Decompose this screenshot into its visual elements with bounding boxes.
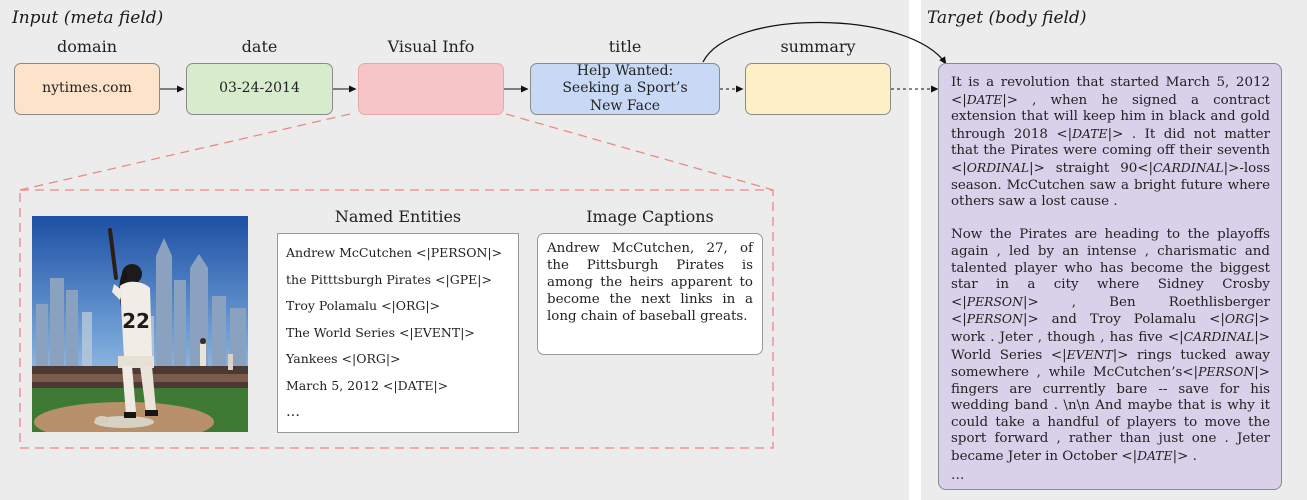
title-box: Help Wanted: Seeking a Sport’s New Face bbox=[530, 63, 720, 115]
title-box-text: Help Wanted: Seeking a Sport’s New Face bbox=[562, 62, 688, 114]
target-panel-title: Target (body field) bbox=[927, 8, 1087, 28]
text-segment: |>-loss season. McCutchen saw a bright f… bbox=[951, 160, 1270, 210]
title-label: title bbox=[608, 37, 642, 56]
entity-item: The World Series <|EVENT|> bbox=[286, 324, 475, 340]
domain-label: domain bbox=[56, 37, 117, 56]
text-segment: |> . It did not matter that the Pirates … bbox=[951, 126, 1270, 176]
summary-box bbox=[745, 63, 891, 115]
city-skyline bbox=[36, 238, 246, 374]
domain-box: nytimes.com bbox=[14, 63, 160, 115]
text-segment: It is a revolution that started March 5,… bbox=[951, 75, 1270, 108]
visual-info-expansion-box bbox=[19, 189, 774, 449]
entity-item: Troy Polamalu <|ORG|> bbox=[286, 298, 441, 313]
entity-ellipsis: … bbox=[286, 404, 302, 420]
visual-info-box bbox=[358, 63, 504, 115]
entity-tag: DATE bbox=[1137, 448, 1173, 464]
jersey-number: 22 bbox=[122, 309, 150, 333]
target-paragraph-2: Now the Pirates are heading to the playo… bbox=[951, 227, 1270, 465]
image-captions-card: Andrew McCutchen, 27, of the Pittsburgh … bbox=[537, 233, 763, 355]
text-segment: |> straight 90<| bbox=[1029, 160, 1154, 176]
callout-right-line bbox=[505, 113, 774, 191]
text-segment: |> work . Jeter , though , has five <| bbox=[951, 312, 1270, 345]
text-segment: |> World Series <| bbox=[951, 329, 1270, 363]
callout-left-line bbox=[19, 113, 351, 191]
target-body-box: It is a revolution that started March 5,… bbox=[938, 63, 1282, 490]
date-label: date bbox=[241, 37, 278, 56]
named-entities-list: Andrew McCutchen <|PERSON|> the Pitttsbur… bbox=[286, 245, 510, 431]
entity-item: March 5, 2012 <|DATE|> bbox=[286, 377, 449, 393]
text-segment: |> , when he signed a contract extension… bbox=[951, 92, 1270, 142]
entity-tag: PERSON bbox=[1198, 364, 1255, 380]
target-ellipsis: … bbox=[951, 467, 967, 483]
input-panel-title: Input (meta field) bbox=[12, 8, 164, 28]
entity-item: Yankees <|ORG|> bbox=[286, 351, 401, 366]
text-segment: Now the Pirates are heading to the playo… bbox=[951, 227, 1270, 310]
entity-item: the Pitttsburgh Pirates <|GPE|> bbox=[286, 271, 492, 287]
entity-tag: DATE bbox=[1072, 125, 1108, 141]
entity-tag: ORDINAL bbox=[966, 159, 1030, 175]
paragraph-spacer bbox=[951, 211, 1270, 228]
date-box: 03-24-2014 bbox=[186, 63, 333, 115]
named-entities-card: Andrew McCutchen <|PERSON|> the Pitttsbur… bbox=[277, 233, 519, 433]
target-body-text: It is a revolution that started March 5,… bbox=[951, 75, 1270, 484]
entity-tag: ORG bbox=[1224, 311, 1255, 327]
text-segment: |> and Troy Polamalu <| bbox=[1022, 312, 1225, 328]
image-captions-title: Image Captions bbox=[586, 207, 714, 226]
entity-tag: PERSON bbox=[966, 311, 1023, 327]
entity-tag: CARDINAL bbox=[1153, 159, 1224, 175]
text-segment: |> fingers are currently bare -- save fo… bbox=[951, 365, 1270, 465]
entity-tag: CARDINAL bbox=[1183, 328, 1255, 344]
named-entities-title: Named Entities bbox=[334, 207, 462, 226]
image-caption-text: Andrew McCutchen, 27, of the Pittsburgh … bbox=[547, 241, 753, 324]
baseball-player-photo: 22 bbox=[32, 216, 248, 432]
text-segment: |> , Ben Roethlisberger <| bbox=[951, 294, 1270, 328]
entity-item: Andrew McCutchen <|PERSON|> bbox=[286, 245, 503, 260]
entity-tag: PERSON bbox=[966, 293, 1023, 309]
target-paragraph-1: It is a revolution that started March 5,… bbox=[951, 75, 1270, 211]
entity-tag: EVENT bbox=[1066, 346, 1113, 362]
summary-label: summary bbox=[780, 37, 856, 56]
entity-tag: DATE bbox=[966, 91, 1003, 107]
visual-info-label: Visual Info bbox=[387, 37, 475, 56]
arrow-title-to-target-curve bbox=[702, 21, 947, 65]
text-segment: |> rings tucked away somewhere , while M… bbox=[951, 347, 1270, 381]
batter: 22 bbox=[108, 228, 158, 418]
text-segment: |> . bbox=[1172, 449, 1197, 465]
